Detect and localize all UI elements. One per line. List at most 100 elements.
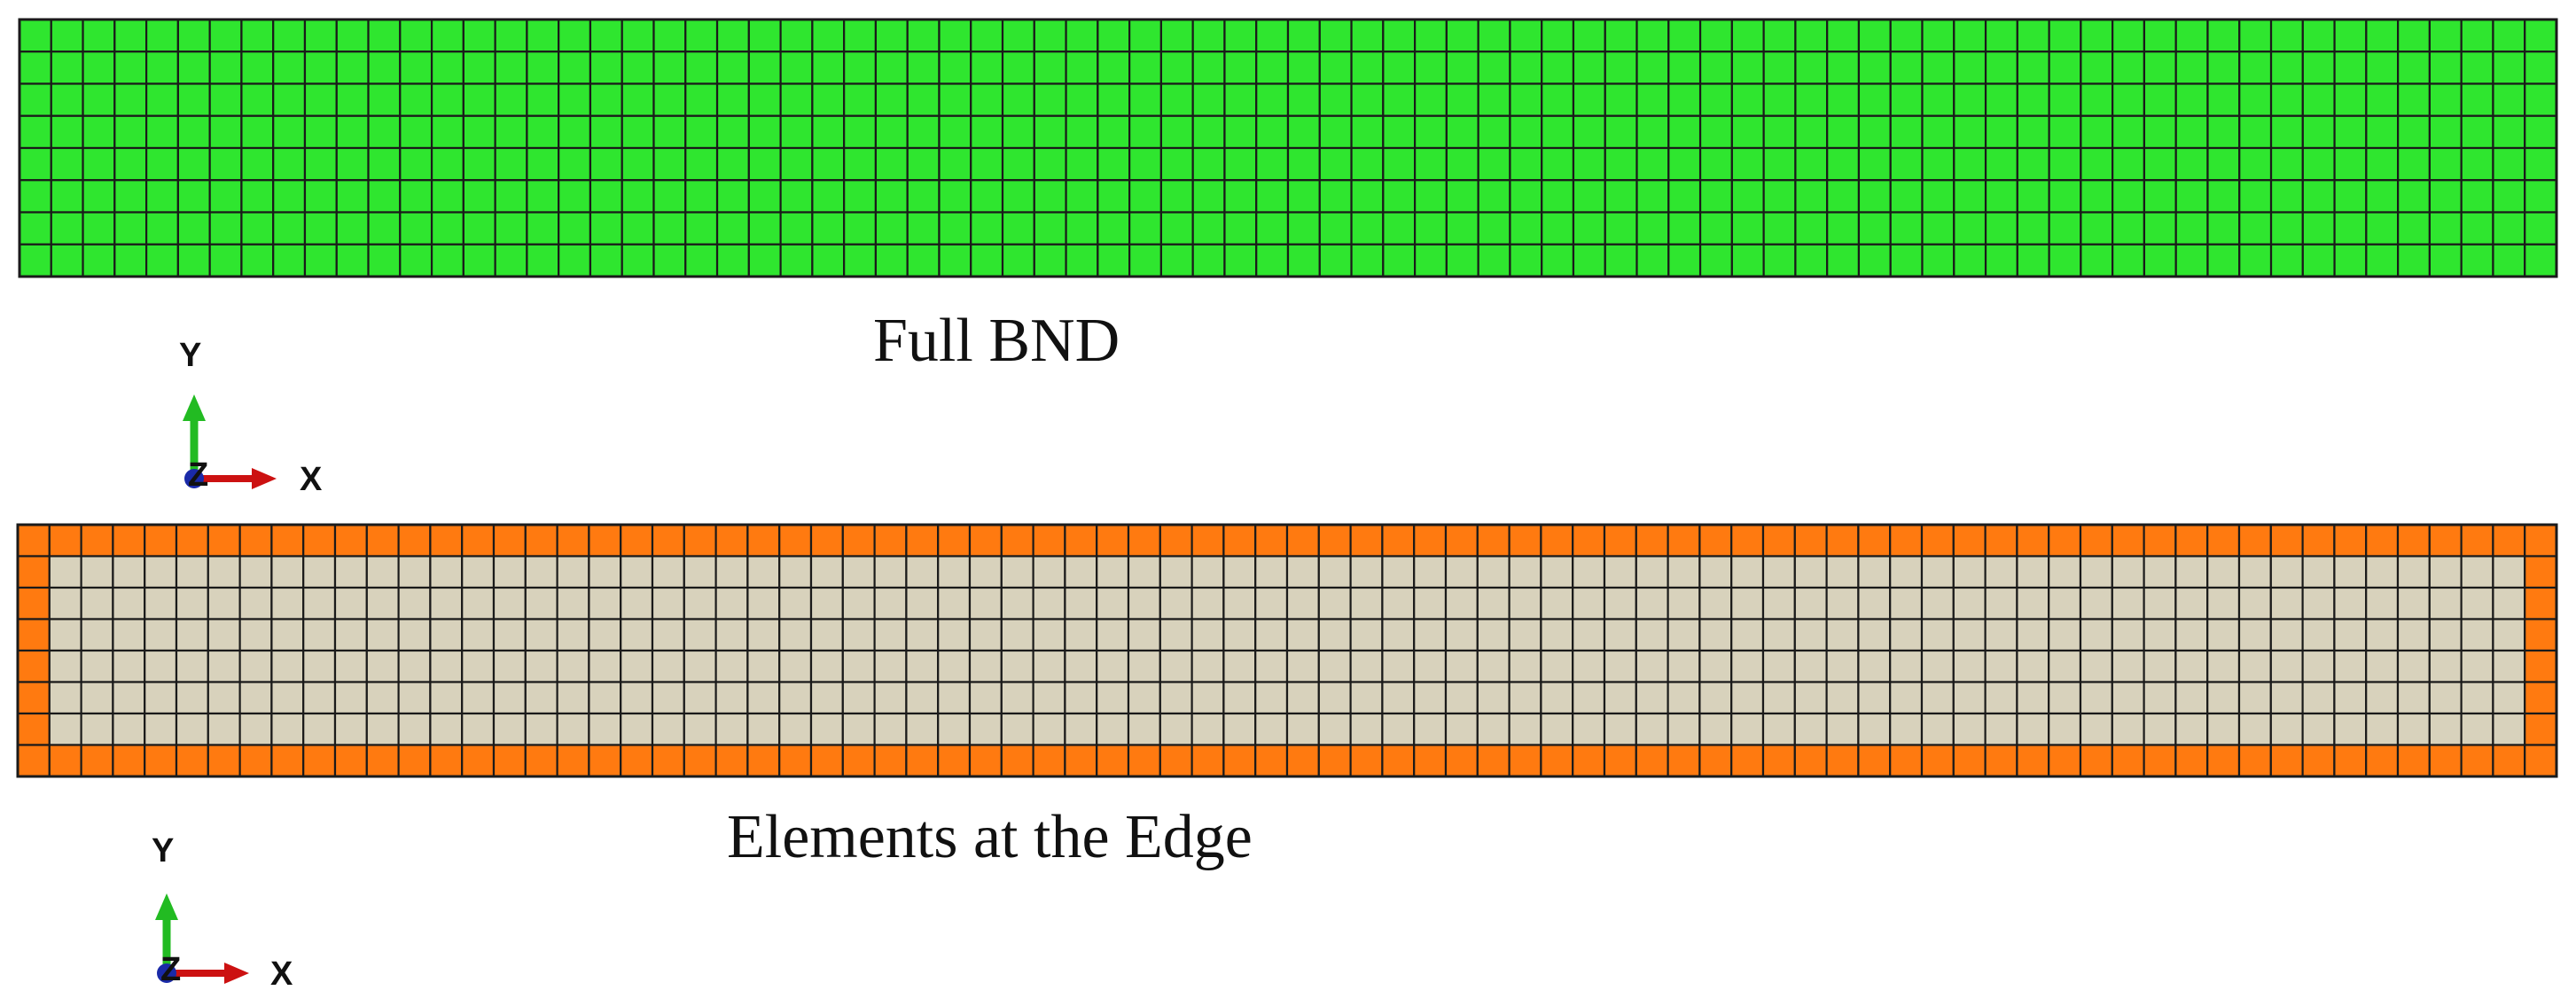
- mesh-element: [1065, 114, 1099, 150]
- mesh-element: [558, 114, 592, 150]
- mesh-element: [809, 618, 844, 652]
- edge-element: [2111, 523, 2145, 558]
- mesh-element: [145, 114, 179, 150]
- mesh-element: [652, 82, 687, 117]
- mesh-element: [811, 211, 846, 246]
- mesh-element: [2206, 555, 2241, 589]
- mesh-element: [938, 82, 972, 117]
- mesh-element: [48, 712, 82, 746]
- mesh-element: [2016, 51, 2050, 85]
- mesh-element: [2206, 82, 2241, 117]
- mesh-element: [1317, 586, 1352, 620]
- edge-element: [1730, 523, 1765, 558]
- mesh-element: [1698, 243, 1733, 278]
- mesh-element: [335, 18, 370, 53]
- edge-element: [16, 586, 51, 620]
- mesh-element: [1635, 51, 1670, 85]
- edge-element: [1540, 744, 1574, 778]
- mesh-element: [970, 146, 1004, 182]
- mesh-element: [365, 649, 400, 683]
- mesh-element: [1445, 146, 1479, 182]
- mesh-element: [1793, 681, 1828, 715]
- mesh-element: [335, 243, 370, 278]
- mesh-element: [1793, 649, 1828, 683]
- edge-element: [2524, 586, 2558, 620]
- mesh-element: [938, 243, 972, 278]
- mesh-element: [1509, 146, 1543, 182]
- mesh-element: [2206, 649, 2241, 683]
- mesh-element: [684, 18, 719, 53]
- edge-element: [778, 744, 813, 778]
- mesh-element: [1889, 51, 1924, 85]
- mesh-element: [18, 51, 52, 85]
- triad-x-label-top: X: [300, 461, 323, 498]
- mesh-element: [779, 179, 814, 214]
- mesh-element: [2111, 618, 2145, 652]
- mesh-element: [746, 555, 781, 589]
- mesh-element: [1730, 555, 1765, 589]
- mesh-element: [906, 82, 941, 117]
- mesh-element: [2397, 146, 2431, 182]
- mesh-element: [397, 712, 432, 746]
- mesh-element: [2396, 649, 2431, 683]
- mesh-element: [938, 211, 972, 246]
- mesh-element: [874, 82, 909, 117]
- mesh-element: [2016, 555, 2050, 589]
- mesh-element: [843, 146, 878, 182]
- edge-element: [873, 523, 908, 558]
- mesh-element: [18, 179, 52, 214]
- mesh-element: [588, 681, 622, 715]
- mesh-element: [145, 82, 179, 117]
- mesh-element: [1000, 681, 1034, 715]
- mesh-element: [1413, 712, 1448, 746]
- mesh-element: [1635, 555, 1669, 589]
- mesh-element: [2365, 211, 2400, 246]
- mesh-outline: [16, 523, 2558, 778]
- mesh-element: [207, 681, 241, 715]
- mesh-element: [365, 555, 400, 589]
- mesh-element: [303, 211, 338, 246]
- mesh-element: [715, 179, 750, 214]
- mesh-element: [1382, 179, 1417, 214]
- mesh-element: [2524, 114, 2558, 150]
- mesh-element: [1286, 18, 1321, 53]
- edge-element: [2143, 523, 2177, 558]
- mesh-element: [2016, 681, 2050, 715]
- mesh-element: [1190, 618, 1225, 652]
- mesh-element: [144, 681, 178, 715]
- mesh-element: [272, 114, 307, 150]
- edge-element: [1952, 523, 1987, 558]
- mesh-element: [272, 18, 307, 53]
- mesh-element: [1794, 82, 1829, 117]
- edge-element: [207, 744, 241, 778]
- mesh-element: [2428, 555, 2463, 589]
- mesh-element: [2492, 146, 2526, 182]
- mesh-element: [462, 82, 496, 117]
- mesh-element: [2301, 243, 2336, 278]
- mesh-element: [461, 618, 496, 652]
- mesh-element: [2016, 179, 2050, 214]
- mesh-element: [1762, 211, 1797, 246]
- mesh-element: [175, 712, 209, 746]
- mesh-element: [1096, 586, 1130, 620]
- mesh-element: [462, 211, 496, 246]
- mesh-element: [2333, 649, 2368, 683]
- mesh-element: [1509, 18, 1543, 53]
- edge-element: [16, 649, 51, 683]
- edge-element: [2079, 523, 2113, 558]
- mesh-element: [1825, 712, 1860, 746]
- mesh-element: [589, 243, 623, 278]
- mesh-element: [1826, 179, 1861, 214]
- mesh-element: [2206, 18, 2241, 53]
- mesh-element: [1730, 211, 1765, 246]
- mesh-element: [747, 146, 782, 182]
- mesh-element: [1667, 179, 1702, 214]
- mesh-element: [1097, 146, 1131, 182]
- caption-full-bnd: Full BND: [873, 307, 1120, 375]
- mesh-element: [1667, 18, 1702, 53]
- mesh-element: [1033, 179, 1067, 214]
- mesh-element: [208, 179, 243, 214]
- mesh-element: [1159, 555, 1193, 589]
- mesh-element: [1065, 211, 1099, 246]
- mesh-element: [2080, 51, 2114, 85]
